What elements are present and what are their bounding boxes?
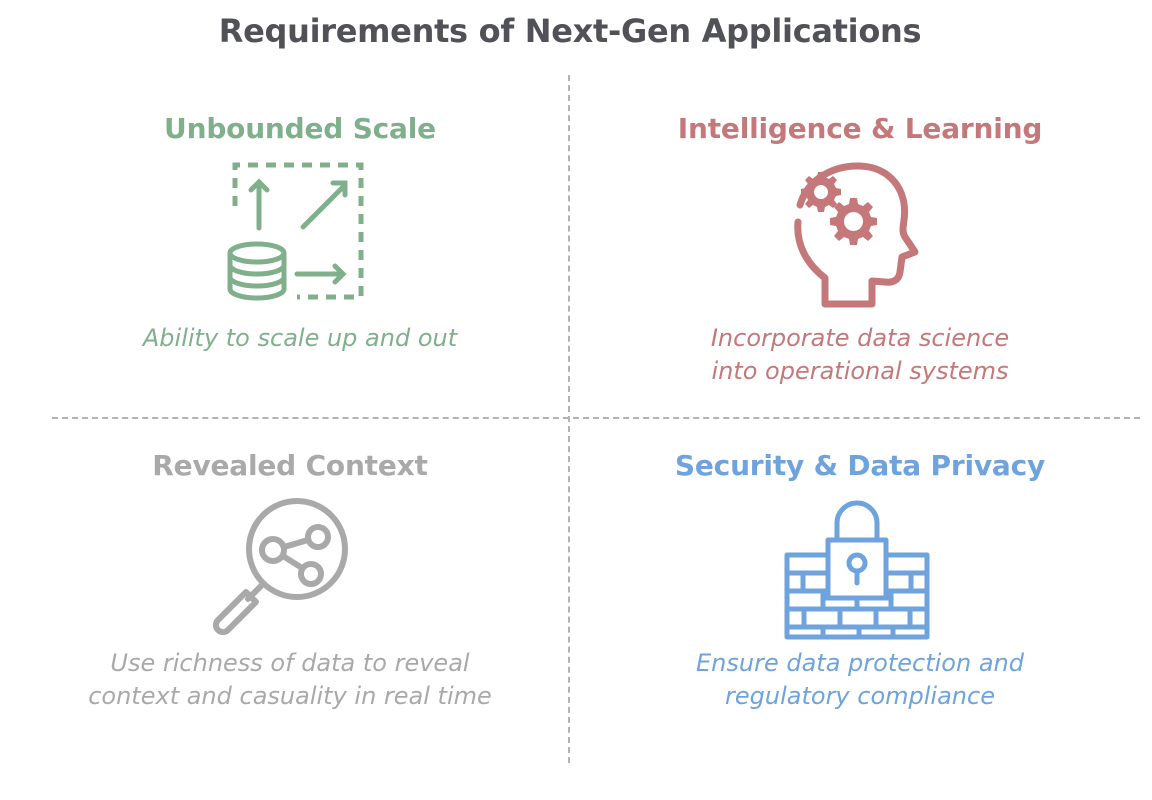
quadrant-description: Ensure data protection and regulatory co… [696,649,1024,710]
page-title: Requirements of Next-Gen Applications [218,12,922,50]
quadrant-heading: Intelligence & Learning [677,112,1043,145]
firewall-lock-icon [782,495,932,645]
quadrant-heading: Security & Data Privacy [674,449,1046,482]
quadrant-heading: Revealed Context [152,449,428,482]
quadrant-unbounded-scale: Unbounded Scale Ability to scale up and … [60,100,540,400]
horizontal-divider [52,417,1140,419]
quadrant-description: Incorporate data science into operationa… [710,324,1010,385]
quadrant-description: Ability to scale up and out [142,324,458,352]
quadrant-heading: Unbounded Scale [164,112,436,145]
quadrant-intelligence-learning: Intelligence & Learning Incorporate data… [620,100,1100,410]
head-gears-icon [790,160,920,310]
quadrant-description: Use richness of data to reveal context a… [88,649,492,710]
vertical-divider [568,75,570,763]
quadrant-revealed-context: Revealed Context Use richness of data to… [50,437,530,737]
database-scale-icon [223,160,367,304]
magnifier-network-icon [208,497,353,637]
quadrant-security-privacy: Security & Data Privacy [620,437,1100,737]
